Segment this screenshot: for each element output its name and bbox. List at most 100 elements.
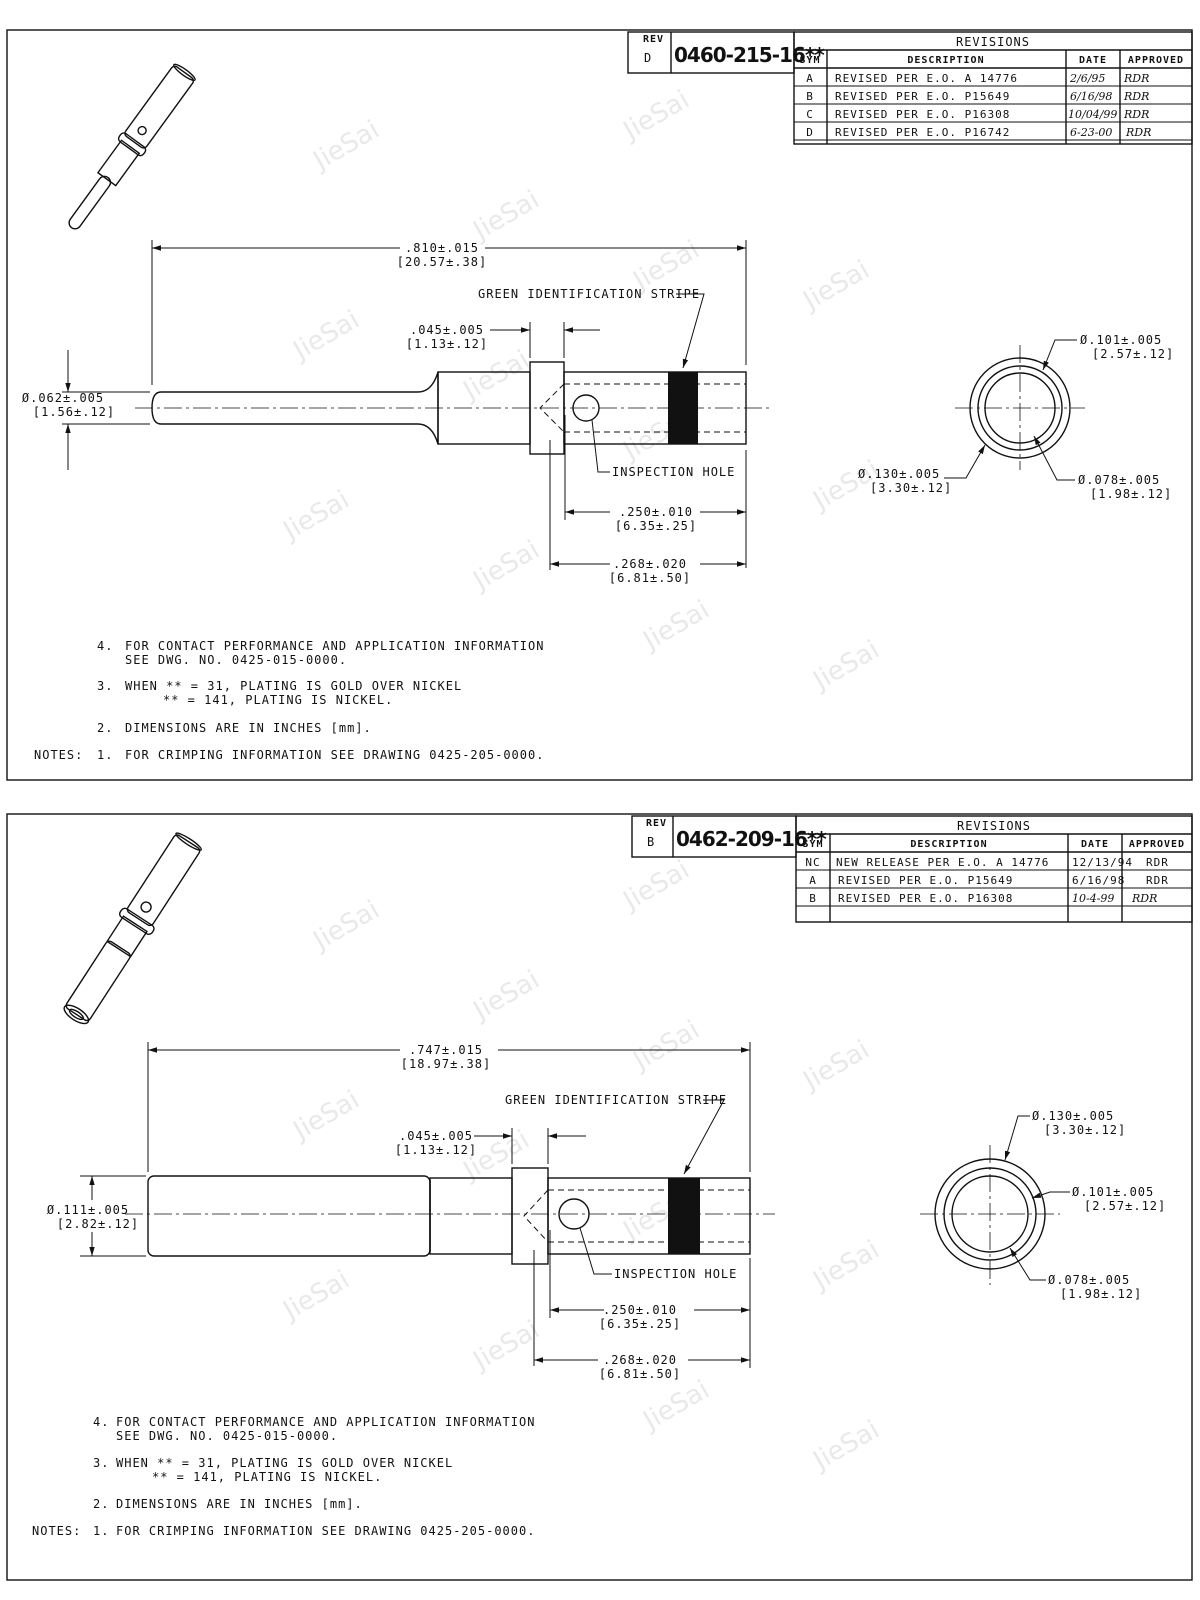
- rev-row-description: REVISED PER E.O. P15649: [835, 90, 1010, 103]
- rev-row-description: REVISED PER E.O. P16308: [835, 108, 1010, 121]
- rev-row-sym: C: [806, 108, 814, 121]
- label-inspection-hole: INSPECTION HOLE: [614, 1267, 737, 1281]
- svg-text:JieSai: JieSai: [467, 185, 545, 247]
- rev-row-description: NEW RELEASE PER E.O. A 14776: [836, 856, 1049, 869]
- dim-pin-dia: Ø.062±.005: [22, 391, 104, 405]
- dim-id-dia-mm: [1.98±.12]: [1090, 487, 1172, 501]
- notes-block: 4. FOR CONTACT PERFORMANCE AND APPLICATI…: [32, 1415, 535, 1538]
- note-text: WHEN ** = 31, PLATING IS GOLD OVER NICKE…: [125, 679, 462, 693]
- col-date: DATE: [1081, 839, 1109, 850]
- side-view: [135, 361, 770, 455]
- notes-label: NOTES:: [32, 1524, 81, 1538]
- rev-row-sym: B: [809, 892, 817, 905]
- svg-text:JieSai: JieSai: [277, 485, 355, 547]
- dim-collar: .045±.005: [399, 1129, 473, 1143]
- rev-letter: B: [647, 835, 655, 849]
- dimensions: .747±.015 [18.97±.38] .045±.005 [1.13±.1…: [47, 1042, 751, 1381]
- note-text: DIMENSIONS ARE IN INCHES [mm].: [125, 721, 372, 735]
- svg-text:JieSai: JieSai: [637, 595, 715, 657]
- label-inspection-hole: INSPECTION HOLE: [612, 465, 735, 479]
- col-description: DESCRIPTION: [910, 839, 987, 850]
- revisions-title: REVISIONS: [957, 819, 1031, 833]
- label-stripe: GREEN IDENTIFICATION STRIPE: [478, 287, 700, 301]
- rev-row-description: REVISED PER E.O. P15649: [838, 874, 1013, 887]
- svg-text:JieSai: JieSai: [287, 1085, 365, 1147]
- note-text: FOR CRIMPING INFORMATION SEE DRAWING 042…: [125, 748, 544, 762]
- svg-text:JieSai: JieSai: [797, 1035, 875, 1097]
- note-text: FOR CONTACT PERFORMANCE AND APPLICATION …: [116, 1415, 535, 1429]
- note-text: SEE DWG. NO. 0425-015-0000.: [116, 1429, 338, 1443]
- svg-text:JieSai: JieSai: [807, 1415, 885, 1477]
- rev-row-description: REVISED PER E.O. P16308: [838, 892, 1013, 905]
- svg-text:JieSai: JieSai: [307, 895, 385, 957]
- rev-row-date: 10-4-99: [1072, 892, 1114, 905]
- rev-row-sym: A: [806, 72, 814, 85]
- drawing-border: [6, 29, 1193, 781]
- note-number: 4.: [97, 639, 113, 653]
- watermark-group: JieSai JieSai JieSai JieSai JieSai JieSa…: [277, 85, 885, 697]
- dim-od-dia-mm: [3.30±.12]: [870, 481, 952, 495]
- revisions-title: REVISIONS: [956, 35, 1030, 49]
- revisions-table: REVISIONS SYM DESCRIPTION DATE APPROVED …: [793, 31, 1193, 145]
- isometric-pin-sketch: [68, 63, 196, 230]
- note-text: FOR CONTACT PERFORMANCE AND APPLICATION …: [125, 639, 544, 653]
- note-number: 1.: [93, 1524, 109, 1538]
- svg-text:JieSai: JieSai: [307, 115, 385, 177]
- svg-text:JieSai: JieSai: [637, 1375, 715, 1437]
- dim-mid-dia-mm: [2.57±.12]: [1084, 1199, 1166, 1213]
- dim-pin-dia-mm: [1.56±.12]: [33, 405, 115, 419]
- rev-row-approved: RDR: [1131, 892, 1157, 905]
- col-approved: APPROVED: [1129, 839, 1185, 850]
- rev-row-approved: RDR: [1125, 126, 1151, 139]
- drawing-sheet-2: JieSai JieSai JieSai JieSai JieSai JieSa…: [0, 800, 1200, 1600]
- note-text: FOR CRIMPING INFORMATION SEE DRAWING 042…: [116, 1524, 535, 1538]
- note-number: 2.: [93, 1497, 109, 1511]
- end-view: Ø.101±.005 [2.57±.12] Ø.130±.005 [3.30±.…: [858, 333, 1173, 501]
- watermark-group: JieSai JieSai JieSai JieSai JieSai JieSa…: [277, 855, 885, 1477]
- note-text: ** = 141, PLATING IS NICKEL.: [152, 1470, 382, 1484]
- note-number: 4.: [93, 1415, 109, 1429]
- note-number: 3.: [97, 679, 113, 693]
- svg-text:JieSai: JieSai: [467, 1315, 545, 1377]
- title-block: REV B 0462-209-16**: [631, 815, 828, 858]
- col-sym: SYM: [799, 55, 820, 66]
- rev-row-sym: NC: [805, 856, 820, 869]
- svg-text:JieSai: JieSai: [467, 535, 545, 597]
- rev-row-approved: RDR: [1146, 874, 1169, 887]
- rev-row-description: REVISED PER E.O. P16742: [835, 126, 1010, 139]
- rev-row-date: 12/13/94: [1072, 856, 1133, 869]
- rev-row-date: 10/04/99: [1068, 108, 1117, 121]
- svg-text:JieSai: JieSai: [277, 1265, 355, 1327]
- note-text: DIMENSIONS ARE IN INCHES [mm].: [116, 1497, 363, 1511]
- svg-text:JieSai: JieSai: [287, 305, 365, 367]
- rev-row-approved: RDR: [1123, 72, 1149, 85]
- isometric-barrel-sketch: [63, 832, 202, 1025]
- col-approved: APPROVED: [1128, 55, 1184, 66]
- rev-row-sym: B: [806, 90, 814, 103]
- drawing-canvas-2: JieSai JieSai JieSai JieSai JieSai JieSa…: [6, 813, 1193, 1581]
- green-identification-stripe: [668, 372, 698, 444]
- rev-letter: D: [644, 51, 652, 65]
- dim-id-dia: Ø.078±.005: [1048, 1273, 1130, 1287]
- notes-label: NOTES:: [34, 748, 83, 762]
- col-description: DESCRIPTION: [907, 55, 984, 66]
- note-number: 2.: [97, 721, 113, 735]
- part-number: 0460-215-16**: [674, 43, 825, 67]
- svg-text:JieSai: JieSai: [457, 345, 535, 407]
- svg-text:JieSai: JieSai: [797, 255, 875, 317]
- rev-label: REV: [643, 34, 664, 45]
- dim-mid-dia: Ø.101±.005: [1072, 1185, 1154, 1199]
- rev-row-approved: RDR: [1123, 90, 1149, 103]
- dim-barrel-mm: [6.81±.50]: [599, 1367, 681, 1381]
- note-text: SEE DWG. NO. 0425-015-0000.: [125, 653, 347, 667]
- drawing-sheet-1: JieSai JieSai JieSai JieSai JieSai JieSa…: [6, 29, 1193, 781]
- rev-row-approved: RDR: [1123, 108, 1149, 121]
- rev-row-date: 6/16/98: [1070, 90, 1112, 103]
- title-block: REV D 0460-215-16**: [627, 31, 826, 74]
- dim-collar: .045±.005: [410, 323, 484, 337]
- dim-mid-dia: Ø.101±.005: [1080, 333, 1162, 347]
- dim-hole-pos-mm: [6.35±.25]: [599, 1317, 681, 1331]
- note-number: 3.: [93, 1456, 109, 1470]
- svg-text:JieSai: JieSai: [627, 1015, 705, 1077]
- dim-overall-mm: [18.97±.38]: [401, 1057, 491, 1071]
